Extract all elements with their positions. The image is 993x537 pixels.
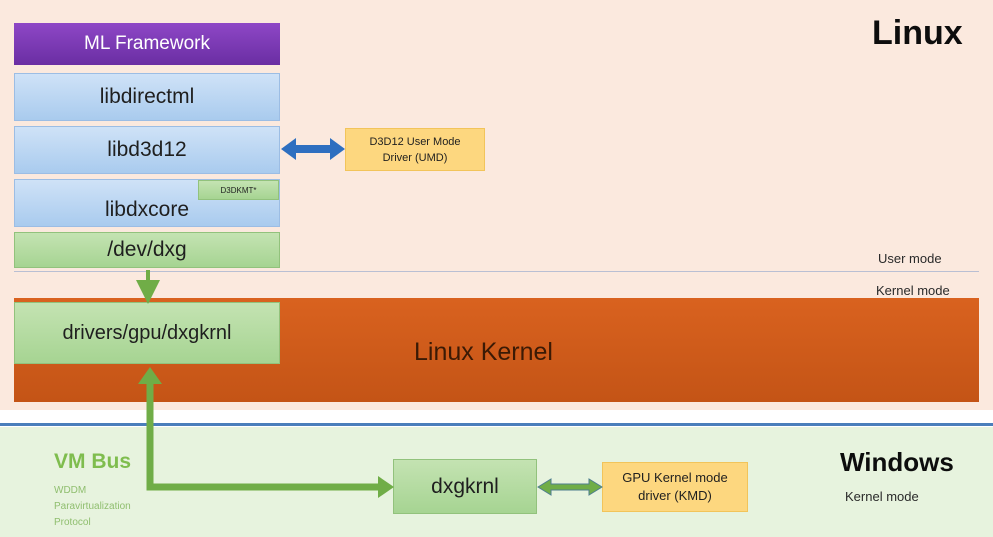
umd-line-1: D3D12 User Mode	[369, 135, 461, 148]
vmbus-arrowhead-up	[138, 367, 162, 384]
vmbus-arrowhead-right	[378, 476, 394, 498]
dxgkrnl-box: dxgkrnl	[393, 459, 537, 514]
kmd-double-arrow	[537, 478, 603, 496]
vmbus-connection-line	[146, 382, 382, 491]
linux-kernel-label: Linux Kernel	[414, 338, 553, 366]
kernel-mode-label: Kernel mode	[876, 283, 950, 298]
vm-desc-line-2: Paravirtualization	[54, 501, 131, 512]
vm-desc-line-1: WDDM	[54, 485, 87, 496]
kmd-line-2: driver (KMD)	[638, 488, 712, 503]
kmd-line-1: GPU Kernel mode	[622, 470, 728, 485]
vm-bus-label: VM Bus	[54, 450, 132, 473]
libdirectml-box: libdirectml	[14, 73, 280, 121]
libd3d12-box: libd3d12	[14, 126, 280, 174]
drivers-gpu-dxgkrnl-box: drivers/gpu/dxgkrnl	[14, 302, 280, 364]
windows-title: Windows	[840, 447, 954, 477]
ml-framework-box: ML Framework	[14, 23, 280, 65]
vm-desc-line-3: Protocol	[54, 517, 91, 528]
d3dkmt-box: D3DKMT*	[198, 180, 279, 200]
user-kernel-divider	[14, 271, 979, 272]
user-mode-label: User mode	[878, 251, 942, 266]
dev-dxg-box: /dev/dxg	[14, 232, 280, 268]
windows-kernel-mode-label: Kernel mode	[845, 489, 919, 504]
umd-line-2: Driver (UMD)	[382, 151, 448, 164]
umd-double-arrow	[281, 138, 345, 160]
umd-box: D3D12 User Mode Driver (UMD)	[345, 128, 485, 171]
host-guest-separator	[0, 423, 993, 426]
linux-title: Linux	[872, 14, 963, 52]
vm-bus-description: WDDM Paravirtualization Protocol	[54, 483, 131, 531]
kmd-box: GPU Kernel mode driver (KMD)	[602, 462, 748, 512]
